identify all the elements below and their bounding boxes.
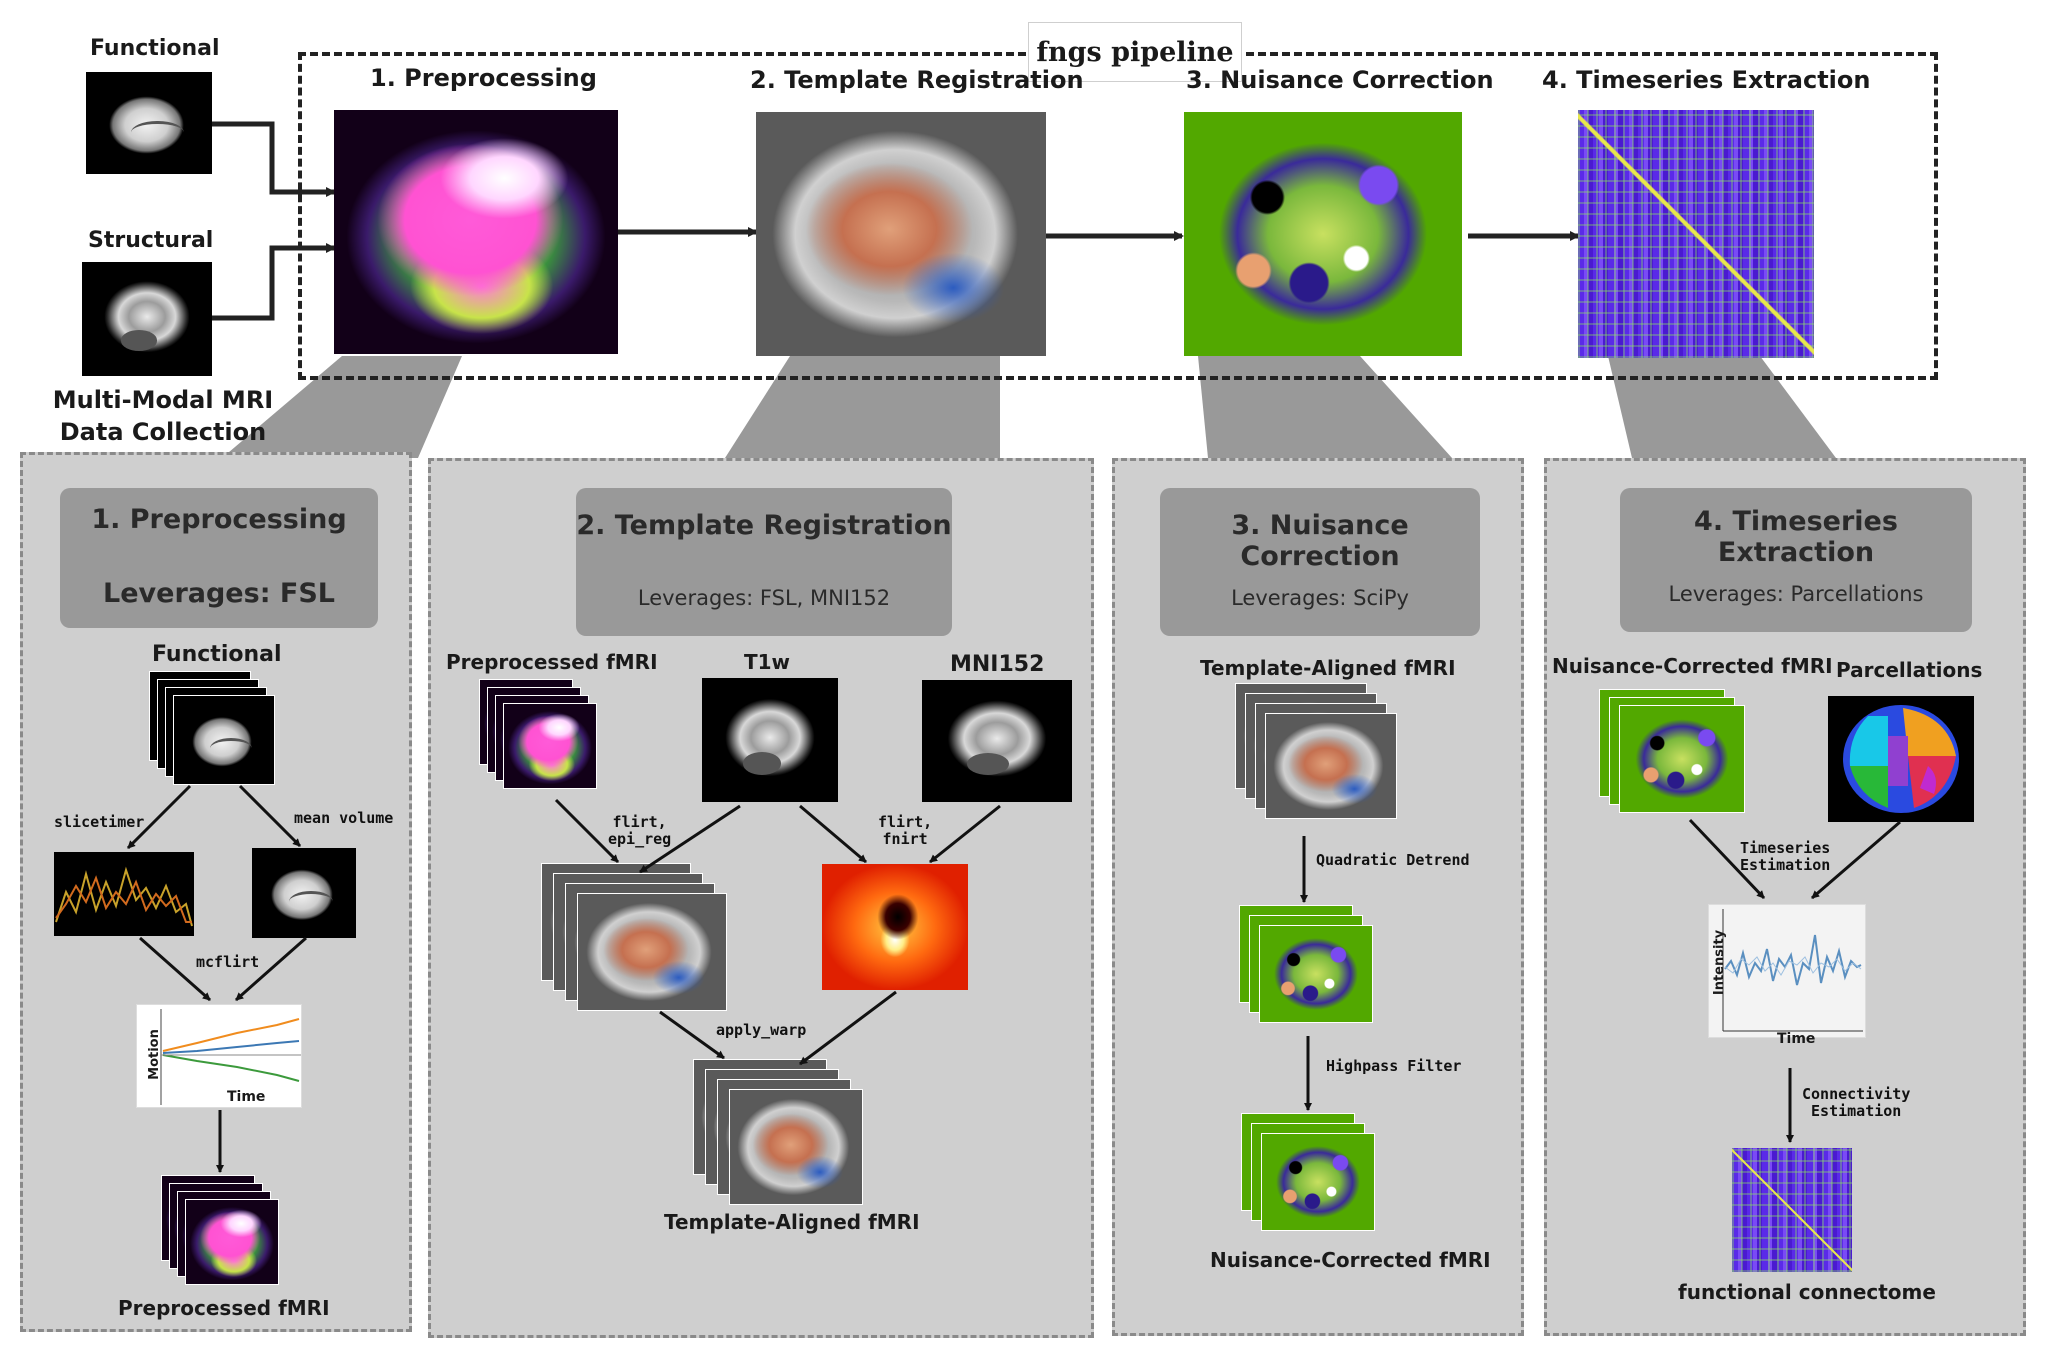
step-fnirt-line1: flirt, bbox=[878, 813, 933, 831]
header-registration: 2. Template Registration Leverages: FSL,… bbox=[576, 488, 952, 636]
stage-image-registration bbox=[756, 112, 1046, 356]
mean-volume-image bbox=[252, 848, 356, 938]
collection-label: Multi-Modal MRI Data Collection bbox=[28, 384, 298, 448]
header-preprocessing-title: 1. Preprocessing bbox=[91, 504, 347, 535]
preproc-output-label: Preprocessed fMRI bbox=[118, 1296, 330, 1320]
collection-label-line2: Data Collection bbox=[59, 418, 267, 446]
step-timeseries-estimation: Timeseries Estimation bbox=[1740, 840, 1830, 874]
cone-nuisance bbox=[1198, 356, 1452, 458]
cone-timeseries bbox=[1608, 356, 1836, 458]
reg-input-t1w-image bbox=[702, 678, 838, 802]
motion-plot-traces bbox=[160, 1009, 301, 1105]
slicetimer-trace bbox=[55, 866, 193, 927]
timeseries-trace bbox=[1722, 909, 1863, 1032]
functional-input-image bbox=[86, 72, 212, 174]
ts-input-parc-label: Parcellations bbox=[1836, 658, 1983, 682]
stage-image-preprocessing bbox=[334, 110, 618, 354]
step-quadratic-detrend: Quadratic Detrend bbox=[1316, 851, 1470, 869]
preproc-input-label: Functional bbox=[152, 642, 282, 667]
ts-connectome-image bbox=[1732, 1148, 1852, 1272]
step-epi-reg: flirt, epi_reg bbox=[608, 814, 671, 848]
step-apply-warp: apply_warp bbox=[716, 1021, 807, 1039]
ts-axis-x: Time bbox=[1777, 1031, 1816, 1047]
stage-title-nuisance: 3. Nuisance Correction bbox=[1186, 66, 1494, 94]
timeseries-plot: Intensity Time bbox=[1708, 904, 1866, 1047]
reg-input-fmri-label: Preprocessed fMRI bbox=[446, 650, 658, 674]
ts-parcellation-image bbox=[1828, 696, 1974, 822]
step-connectivity-line1: Connectivity bbox=[1802, 1085, 1911, 1103]
cone-registration bbox=[725, 356, 1000, 458]
header-timeseries: 4. Timeseries Extraction Leverages: Parc… bbox=[1620, 488, 1972, 632]
collection-label-line1: Multi-Modal MRI bbox=[52, 386, 274, 414]
reg-input-t1w-label: T1w bbox=[744, 650, 791, 674]
step-slicetimer: slicetimer bbox=[54, 813, 145, 831]
step-epi-reg-line1: flirt, bbox=[612, 813, 667, 831]
cone-preprocessing bbox=[222, 356, 462, 458]
step-connectivity-estimation: Connectivity Estimation bbox=[1802, 1086, 1910, 1120]
reg-input-mni-label: MNI152 bbox=[950, 652, 1045, 677]
stage-title-timeseries: 4. Timeseries Extraction bbox=[1542, 66, 1871, 94]
step-mcflirt: mcflirt bbox=[196, 953, 260, 971]
nuis-input-label: Template-Aligned fMRI bbox=[1200, 656, 1456, 680]
parcellation-regions bbox=[1843, 705, 1959, 813]
header-nuisance-title: 3. Nuisance Correction bbox=[1231, 510, 1409, 572]
step-ts-estimation-line2: Estimation bbox=[1740, 856, 1831, 874]
ts-output-label: functional connectome bbox=[1678, 1280, 1936, 1304]
step-fnirt: flirt, fnirt bbox=[878, 814, 932, 848]
header-registration-title: 2. Template Registration bbox=[576, 510, 952, 541]
stage-image-nuisance bbox=[1184, 112, 1462, 356]
stage-image-timeseries bbox=[1578, 110, 1814, 358]
arrow-functional-to-preproc bbox=[212, 121, 336, 197]
step-connectivity-line2: Estimation bbox=[1811, 1102, 1902, 1120]
step-epi-reg-line2: epi_reg bbox=[608, 830, 672, 848]
header-nuisance-sub: Leverages: SciPy bbox=[1231, 586, 1409, 610]
header-preprocessing-sub: Leverages: FSL bbox=[103, 578, 335, 609]
arrow-structural-to-preproc bbox=[212, 243, 336, 321]
step-mean-volume: mean volume bbox=[294, 809, 394, 827]
header-nuisance: 3. Nuisance Correction Leverages: SciPy bbox=[1160, 488, 1480, 636]
motion-plot: Motion Time bbox=[136, 1004, 302, 1108]
motion-axis-x: Time bbox=[227, 1089, 266, 1105]
ts-input-fmri-label: Nuisance-Corrected fMRI bbox=[1552, 654, 1833, 678]
header-timeseries-sub: Leverages: Parcellations bbox=[1668, 582, 1924, 606]
header-registration-sub: Leverages: FSL, MNI152 bbox=[637, 586, 891, 610]
structural-input-image bbox=[82, 262, 212, 376]
step-ts-estimation-line1: Timeseries bbox=[1740, 839, 1831, 857]
step-fnirt-line2: fnirt bbox=[882, 830, 928, 848]
stage-title-registration: 2. Template Registration bbox=[750, 66, 1084, 94]
reg-warp-field bbox=[822, 864, 968, 990]
structural-input-label: Structural bbox=[88, 228, 214, 253]
stage-title-preprocessing: 1. Preprocessing bbox=[370, 64, 597, 92]
header-preprocessing: 1. Preprocessing Leverages: FSL bbox=[60, 488, 378, 628]
functional-input-label: Functional bbox=[90, 36, 220, 61]
pipeline-title: fngs pipeline bbox=[1028, 22, 1242, 82]
slicetimer-plot bbox=[54, 852, 194, 936]
header-timeseries-title: 4. Timeseries Extraction bbox=[1694, 506, 1898, 568]
reg-input-mni-image bbox=[922, 680, 1072, 802]
step-highpass-filter: Highpass Filter bbox=[1326, 1057, 1462, 1075]
reg-output-label: Template-Aligned fMRI bbox=[664, 1210, 920, 1234]
nuis-output-label: Nuisance-Corrected fMRI bbox=[1210, 1248, 1491, 1272]
